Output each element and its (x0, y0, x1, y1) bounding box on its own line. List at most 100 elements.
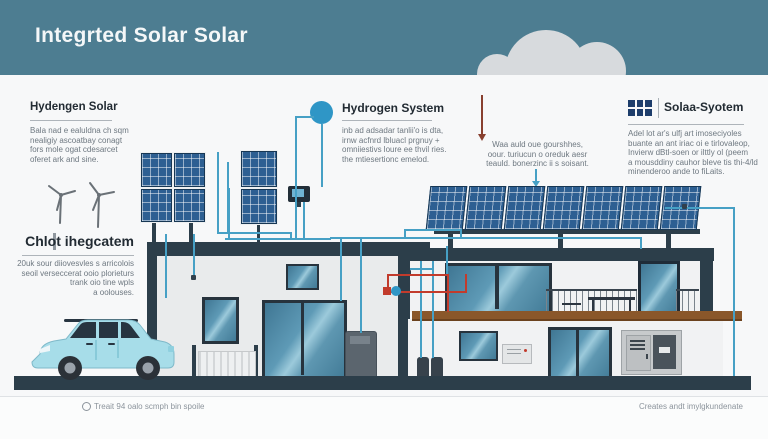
pipe (217, 232, 292, 234)
party-wall-post (398, 242, 410, 378)
panel-mount-leg (666, 233, 671, 248)
red-pipe (387, 274, 389, 293)
window (459, 331, 498, 361)
pipe (295, 116, 297, 238)
pump-valve-icon (391, 286, 401, 296)
pipe (321, 124, 323, 187)
pipe (446, 246, 448, 276)
inverter-mount (296, 202, 301, 207)
footer-right-text: Creates andt imylgkundenate (638, 402, 743, 411)
solar-panel (174, 153, 205, 187)
footer-left-text: Treait 94 oalo scmph bin spoile (94, 402, 205, 411)
roof-solar-panel (620, 186, 663, 230)
inverter-icon (288, 186, 310, 202)
radiator (198, 351, 256, 379)
window (202, 297, 239, 344)
pipe (404, 229, 462, 231)
roof-solar-panel (503, 186, 546, 230)
roof-solar-panel (581, 186, 624, 230)
pipe (420, 261, 422, 358)
section-heading: Solaa-Syotem (664, 100, 744, 114)
heading-rule (628, 124, 744, 125)
radiator-post (192, 345, 196, 378)
glass-door (262, 300, 347, 384)
pipe (217, 152, 219, 234)
patio-door (548, 327, 612, 385)
footer-band (0, 397, 768, 439)
pipe (360, 239, 362, 333)
right-building-post (700, 248, 713, 312)
pipe (193, 234, 195, 278)
pipe (303, 202, 305, 238)
panel-mount-leg (448, 233, 453, 248)
electric-car (31, 319, 175, 380)
heading-rule (30, 120, 112, 121)
down-arrow-icon (481, 95, 483, 135)
balcony-bench (562, 303, 581, 305)
down-arrow-icon (532, 181, 540, 187)
wind-turbine-icon (48, 185, 76, 224)
roof-solar-panel (425, 186, 468, 230)
small-window (286, 264, 319, 290)
pipe (640, 237, 642, 249)
balcony-railing (546, 289, 637, 313)
solar-panel (241, 151, 277, 187)
panel-leg (152, 223, 156, 243)
section-body: 20uk sour diiovesvles s arricolois seoil… (17, 259, 134, 297)
solar-array-small (240, 150, 278, 225)
left-building-post (147, 242, 157, 378)
balcony-railing (676, 289, 699, 313)
radiator-post (254, 345, 258, 378)
panel-pole (257, 225, 260, 243)
pipe-joint (191, 275, 196, 280)
pipe-joint (682, 204, 687, 209)
solar-panel (174, 188, 205, 222)
utility-cabinet (621, 330, 682, 375)
cabinet-vent-door (626, 335, 651, 371)
valve-fitting (383, 287, 391, 295)
ground-strip (14, 376, 751, 390)
panel-leg (189, 223, 193, 243)
down-arrow-icon (478, 134, 486, 141)
pipe (410, 268, 434, 270)
balcony-door (638, 261, 680, 318)
section-heading: Chlot ihegcatem (25, 233, 134, 249)
deck-band (412, 311, 742, 321)
roof-solar-panel (542, 186, 585, 230)
roof-solar-panel (464, 186, 507, 230)
right-building-roof (408, 248, 714, 261)
panel-mount-leg (558, 233, 563, 248)
icon-divider (658, 98, 659, 118)
solar-panel (141, 188, 172, 222)
section-body: Adel lot ar's ulfj art imoseciyoles buan… (628, 129, 758, 177)
section-heading: Hydengen Solar (30, 101, 118, 113)
cabinet-dark-door (653, 335, 676, 369)
down-arrow-icon (535, 169, 537, 182)
storage-tank (417, 357, 429, 378)
red-pipe (387, 274, 449, 276)
page-title: Integrted Solar Solar (35, 24, 248, 47)
cloud-icon (477, 54, 517, 75)
storage-tank (431, 357, 443, 378)
center-annotation: Waa auld oue gourshhes, oour. turiucun o… (486, 140, 589, 169)
footer-badge-icon (82, 402, 91, 411)
boiler-tank (345, 331, 377, 380)
pipe (296, 116, 314, 118)
footer-divider (0, 396, 768, 397)
pipe (165, 234, 167, 298)
pipe (228, 188, 230, 240)
pipe (460, 229, 462, 238)
hydrogen-node-icon (310, 101, 333, 124)
heading-rule (22, 255, 134, 256)
balcony-table (588, 297, 635, 300)
red-pipe (387, 291, 467, 293)
heading-bar (53, 233, 56, 250)
pipe (432, 261, 434, 358)
section-heading: Hydrogen System (342, 101, 445, 115)
section-body: inb ad adsadar tanlii'o is dta, irnw acf… (342, 126, 447, 164)
pipe (225, 238, 331, 240)
pipe (340, 239, 342, 301)
solar-panel (141, 153, 172, 187)
pipe (733, 207, 735, 388)
